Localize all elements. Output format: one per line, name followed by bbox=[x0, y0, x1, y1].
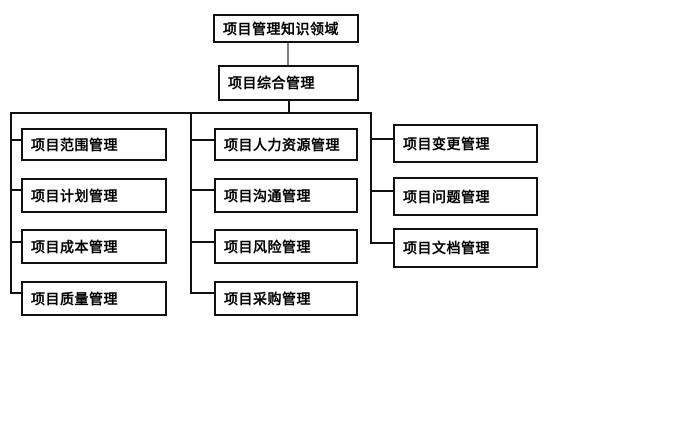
node-integration-management: 项目综合管理 bbox=[218, 65, 359, 101]
node-hr-management: 项目人力资源管理 bbox=[214, 128, 358, 161]
connector-title-to-integration bbox=[287, 43, 289, 65]
connector-left-trunk bbox=[10, 112, 12, 294]
node-scope-management: 项目范围管理 bbox=[21, 128, 167, 161]
connector-stub-communication bbox=[190, 189, 214, 191]
node-label: 项目采购管理 bbox=[224, 291, 311, 308]
connector-stub-change bbox=[370, 138, 393, 140]
connector-middle-trunk bbox=[190, 112, 192, 294]
connector-stub-quality bbox=[10, 292, 21, 294]
connector-stub-risk bbox=[190, 241, 214, 243]
connector-stub-document bbox=[370, 242, 393, 244]
node-label: 项目综合管理 bbox=[228, 76, 315, 92]
node-issue-management: 项目问题管理 bbox=[393, 177, 538, 216]
node-pm-knowledge-areas: 项目管理知识领域 bbox=[213, 14, 359, 43]
node-label: 项目风险管理 bbox=[224, 239, 311, 256]
node-document-management: 项目文档管理 bbox=[393, 228, 538, 268]
connector-right-trunk bbox=[370, 112, 372, 244]
node-label: 项目成本管理 bbox=[31, 239, 118, 256]
node-risk-management: 项目风险管理 bbox=[214, 229, 358, 264]
node-change-management: 项目变更管理 bbox=[393, 124, 538, 163]
node-label: 项目人力资源管理 bbox=[224, 137, 340, 154]
connector-stub-plan bbox=[10, 189, 21, 191]
connector-stub-procurement bbox=[190, 292, 214, 294]
node-label: 项目质量管理 bbox=[31, 291, 118, 308]
connector-stub-cost bbox=[10, 241, 21, 243]
node-cost-management: 项目成本管理 bbox=[21, 229, 167, 264]
connector-stub-issue bbox=[370, 190, 393, 192]
node-procurement-management: 项目采购管理 bbox=[214, 281, 358, 316]
node-communication-management: 项目沟通管理 bbox=[214, 178, 358, 213]
node-label: 项目范围管理 bbox=[31, 137, 118, 154]
connector-stub-hr bbox=[190, 139, 214, 141]
node-plan-management: 项目计划管理 bbox=[21, 178, 167, 213]
node-label: 项目管理知识领域 bbox=[223, 21, 339, 38]
connector-integration-to-trunk bbox=[288, 101, 290, 113]
node-label: 项目文档管理 bbox=[403, 241, 490, 257]
node-label: 项目问题管理 bbox=[403, 189, 490, 206]
connector-stub-scope bbox=[10, 139, 21, 141]
node-quality-management: 项目质量管理 bbox=[21, 281, 167, 316]
node-label: 项目计划管理 bbox=[31, 188, 118, 205]
node-label: 项目变更管理 bbox=[403, 136, 490, 153]
node-label: 项目沟通管理 bbox=[224, 188, 311, 205]
